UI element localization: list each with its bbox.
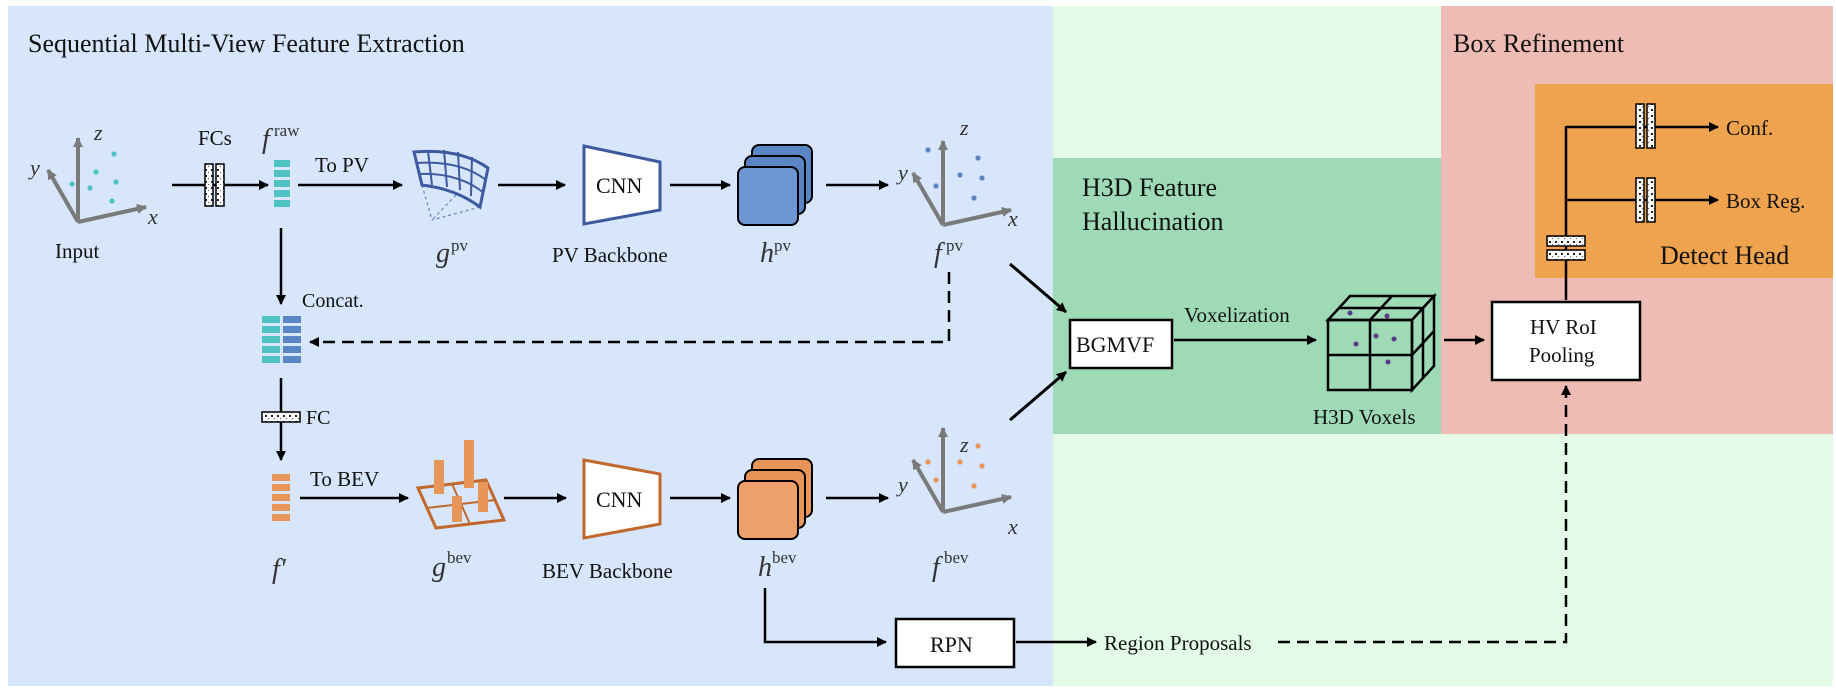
detect-head-fc-icon-2 bbox=[1546, 249, 1586, 261]
f-pv-axis-z: z bbox=[959, 115, 969, 140]
hv-roi-line1-label: HV RoI bbox=[1530, 315, 1597, 339]
pv-cnn-label: CNN bbox=[596, 173, 643, 198]
f-pv-axis-y: y bbox=[896, 160, 908, 185]
hbev-to-rpn-arrow bbox=[763, 588, 887, 647]
to-pv-label: To PV bbox=[315, 153, 369, 177]
h3d-voxels-label: H3D Voxels bbox=[1313, 405, 1416, 429]
f-raw-symbol: f bbox=[262, 124, 273, 155]
concat-label: Concat. bbox=[302, 290, 364, 312]
f-bev-superscript: bev bbox=[944, 548, 969, 567]
fc-label: FC bbox=[306, 407, 330, 429]
g-bev-superscript: bev bbox=[447, 548, 472, 567]
f-raw-feature-stack-icon bbox=[274, 160, 290, 207]
h-pv-superscript: pv bbox=[774, 236, 792, 255]
bev-backbone-label: BEV Backbone bbox=[542, 559, 673, 583]
fc-block-icon bbox=[261, 411, 301, 423]
extraction-title: Sequential Multi-View Feature Extraction bbox=[28, 29, 465, 58]
input-point-cloud-icon bbox=[46, 137, 147, 224]
pv-grid-icon bbox=[412, 149, 490, 221]
detect-head-fc-icon bbox=[1546, 235, 1586, 247]
input-axis-z: z bbox=[93, 120, 103, 145]
pv-cnn-trapezoid bbox=[582, 144, 662, 226]
box-reg-fc-icon bbox=[1635, 177, 1656, 223]
fcs-block-icon bbox=[204, 163, 225, 207]
hv-roi-line2-label: Pooling bbox=[1529, 343, 1595, 367]
h-bev-symbol: h bbox=[758, 552, 772, 583]
extraction-region bbox=[8, 6, 1053, 686]
region-proposals-label: Region Proposals bbox=[1104, 631, 1252, 655]
hallucination-title-line1: H3D Feature bbox=[1082, 173, 1217, 202]
detect-head-title: Detect Head bbox=[1660, 241, 1789, 270]
f-pv-superscript: pv bbox=[946, 236, 964, 255]
h-bev-feature-maps-icon bbox=[737, 458, 813, 540]
h-bev-superscript: bev bbox=[772, 548, 797, 567]
g-pv-symbol: g bbox=[436, 238, 450, 269]
input-label: Input bbox=[55, 239, 99, 263]
fcs-label: FCs bbox=[198, 126, 232, 150]
refinement-title: Box Refinement bbox=[1453, 29, 1625, 58]
f-bev-axis-x: x bbox=[1007, 514, 1018, 539]
conf-label: Conf. bbox=[1726, 116, 1773, 140]
h-pv-feature-maps-icon bbox=[737, 144, 813, 226]
concat-feature-stack-icon bbox=[262, 316, 301, 363]
f-bev-axis-z: z bbox=[959, 432, 969, 457]
hv-roi-pooling-box bbox=[1490, 300, 1642, 382]
hallucination-title-line2: Hallucination bbox=[1082, 207, 1224, 236]
bev-grid-icon bbox=[415, 440, 507, 530]
h3d-voxel-cube-icon bbox=[1325, 292, 1437, 394]
fpv-feedback-dashed-arrow bbox=[309, 272, 951, 347]
input-axis-x: x bbox=[147, 204, 158, 229]
f-bev-symbol: f bbox=[932, 552, 943, 583]
f-bev-point-cloud-icon bbox=[911, 427, 1012, 514]
h-pv-symbol: h bbox=[760, 238, 774, 269]
bev-cnn-trapezoid bbox=[582, 458, 662, 540]
f-prime-symbol: f′ bbox=[272, 554, 287, 585]
g-pv-superscript: pv bbox=[451, 236, 469, 255]
fpv-to-bgmvf-arrow bbox=[1009, 262, 1067, 314]
g-bev-symbol: g bbox=[432, 552, 446, 583]
bev-cnn-label: CNN bbox=[596, 487, 643, 512]
rpn-box bbox=[894, 617, 1016, 669]
to-bev-label: To BEV bbox=[310, 467, 379, 491]
f-pv-axis-x: x bbox=[1007, 206, 1018, 231]
f-pv-symbol: f bbox=[934, 238, 945, 269]
f-raw-superscript: raw bbox=[274, 121, 300, 140]
fbev-to-bgmvf-arrow bbox=[1009, 370, 1067, 422]
bgmvf-label: BGMVF bbox=[1076, 332, 1154, 357]
f-bev-axis-y: y bbox=[896, 472, 908, 497]
pv-backbone-label: PV Backbone bbox=[552, 243, 668, 267]
box-reg-label: Box Reg. bbox=[1726, 189, 1805, 213]
bgmvf-box bbox=[1068, 318, 1174, 370]
conf-fc-icon bbox=[1635, 103, 1656, 149]
rpn-label: RPN bbox=[930, 632, 973, 657]
f-pv-point-cloud-icon bbox=[911, 140, 1012, 227]
proposals-to-roi-dashed-arrow bbox=[1278, 385, 1571, 644]
f-prime-feature-stack-icon bbox=[272, 474, 290, 521]
input-axis-y: y bbox=[28, 155, 40, 180]
voxelization-label: Voxelization bbox=[1184, 303, 1290, 327]
